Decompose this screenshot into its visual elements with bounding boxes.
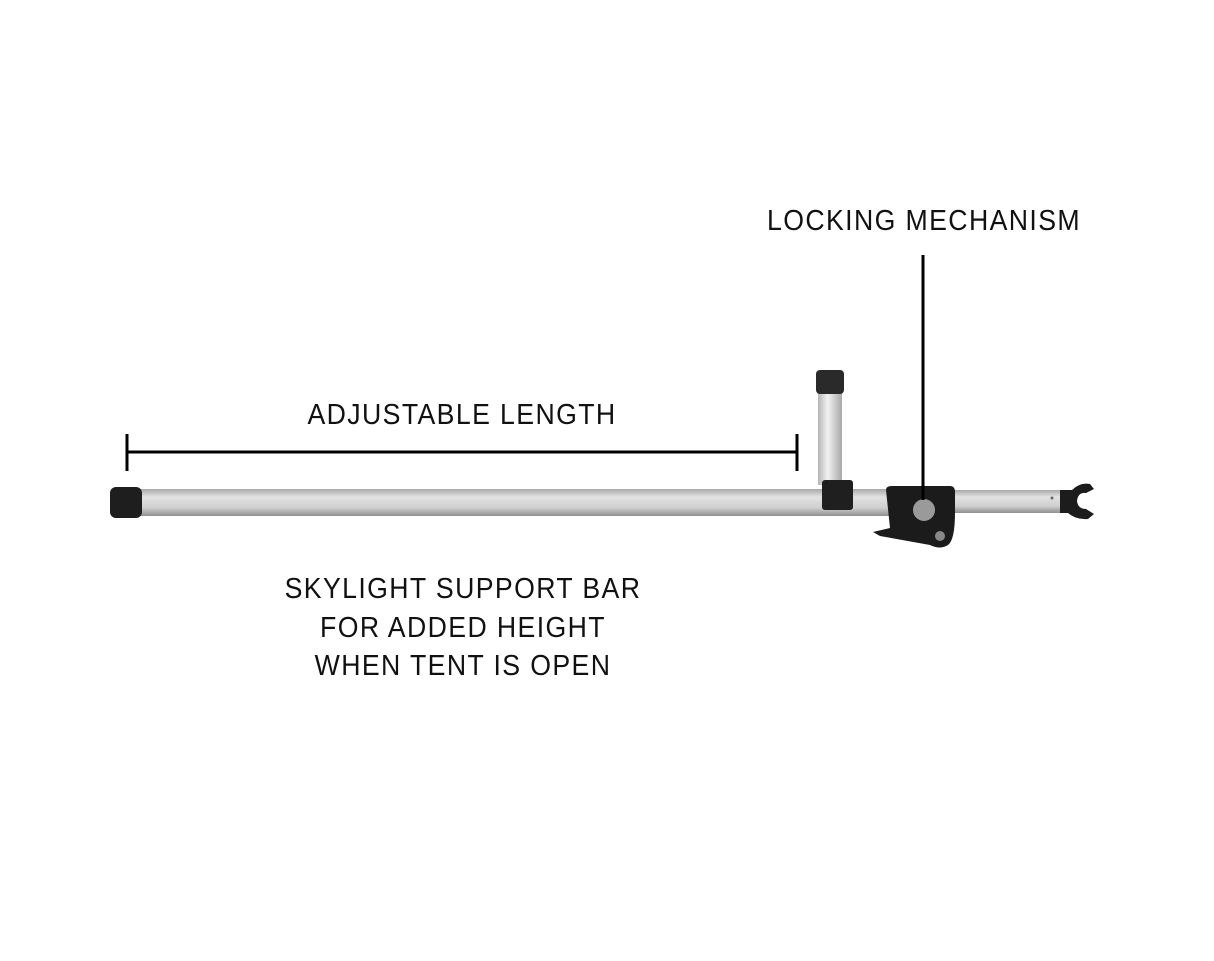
adjustable-length-label: ADJUSTABLE LENGTH <box>307 399 617 431</box>
end-cap <box>110 487 142 518</box>
description-line-3: WHEN TENT IS OPEN <box>314 650 612 682</box>
locking-mechanism-label: LOCKING MECHANISM <box>766 205 1082 237</box>
vertical-tube <box>816 370 844 485</box>
adjustable-length-dimension-line <box>125 434 799 471</box>
description-line-2: FOR ADDED HEIGHT <box>320 612 606 644</box>
main-tube <box>110 487 1062 518</box>
description-line-1: SKYLIGHT SUPPORT BAR <box>284 573 642 605</box>
locking-mechanism <box>873 486 955 548</box>
c-clip <box>1060 483 1094 520</box>
tube-connector <box>822 480 853 510</box>
